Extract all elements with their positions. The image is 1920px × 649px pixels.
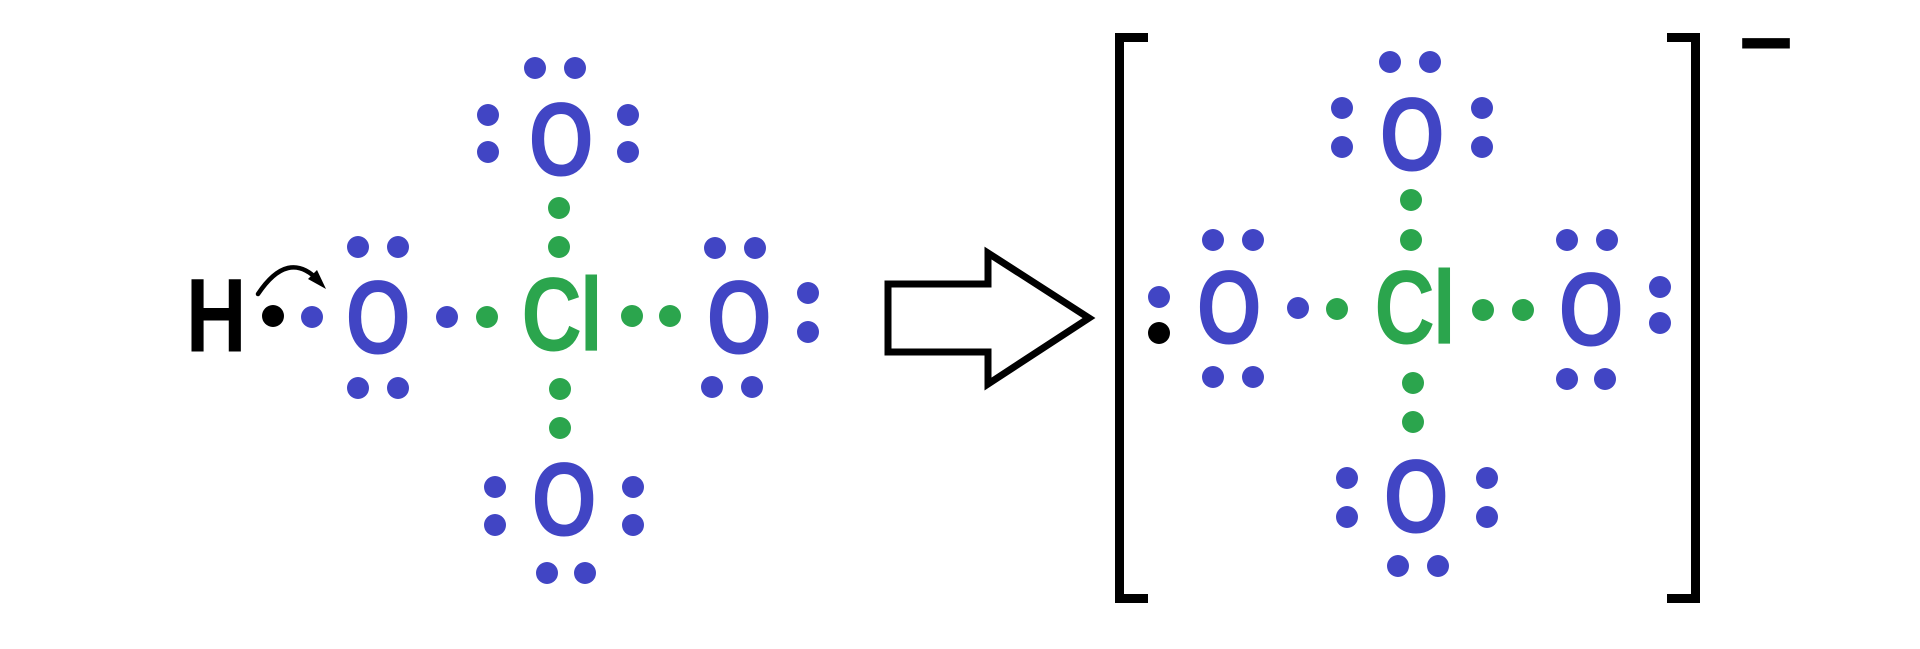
oxygen-electron-dot [301, 306, 323, 328]
oxygen-electron-dot [1287, 297, 1309, 319]
oxygen-electron-dot [477, 141, 499, 163]
chlorine-electron-dot [476, 306, 498, 328]
oxygen-electron-dot [617, 104, 639, 126]
oxygen-electron-dot [1242, 366, 1264, 388]
oxygen-electron-dot [1649, 312, 1671, 334]
atom-oxygen-right: O [706, 259, 772, 377]
oxygen-electron-dot [574, 562, 596, 584]
chlorine-electron-dot [1402, 411, 1424, 433]
oxygen-electron-dot [524, 57, 546, 79]
oxygen-electron-dot [1336, 506, 1358, 528]
hydrogen-electron-dot [1148, 322, 1170, 344]
oxygen-electron-dot [622, 476, 644, 498]
oxygen-electron-dot [1596, 229, 1618, 251]
chlorine-electron-dot [1326, 298, 1348, 320]
chlorine-electron-dot [548, 236, 570, 258]
oxygen-electron-dot [536, 562, 558, 584]
oxygen-electron-dot [1594, 368, 1616, 390]
oxygen-electron-dot [436, 306, 458, 328]
oxygen-electron-dot [387, 377, 409, 399]
oxygen-electron-dot [564, 57, 586, 79]
oxygen-electron-dot [1202, 366, 1224, 388]
atom-oxygen-bottom: O [531, 441, 597, 559]
oxygen-electron-dot [1379, 51, 1401, 73]
atom-oxygen-left: O [1196, 249, 1262, 367]
oxygen-electron-dot [1471, 97, 1493, 119]
oxygen-electron-dot [347, 236, 369, 258]
oxygen-electron-dot [1556, 229, 1578, 251]
atom-oxygen-right: O [1558, 251, 1624, 369]
atom-oxygen-top: O [528, 81, 594, 199]
oxygen-electron-dot [1556, 368, 1578, 390]
oxygen-electron-dot [1202, 229, 1224, 251]
oxygen-electron-dot [1476, 506, 1498, 528]
charge-label: − [1738, 0, 1794, 96]
oxygen-electron-dot [1331, 97, 1353, 119]
oxygen-electron-dot [484, 476, 506, 498]
chlorine-electron-dot [621, 305, 643, 327]
chlorine-electron-dot [548, 197, 570, 219]
oxygen-electron-dot [797, 321, 819, 343]
left-bracket [1115, 33, 1148, 603]
chlorine-electron-dot [1400, 229, 1422, 251]
oxygen-electron-dot [387, 236, 409, 258]
oxygen-electron-dot [1476, 467, 1498, 489]
atom-oxygen-left: O [345, 259, 411, 377]
oxygen-electron-dot [704, 237, 726, 259]
oxygen-electron-dot [477, 104, 499, 126]
oxygen-electron-dot [622, 514, 644, 536]
atom-hydrogen: H [185, 257, 247, 375]
chlorine-electron-dot [549, 378, 571, 400]
oxygen-electron-dot [1649, 276, 1671, 298]
chlorine-electron-dot [1400, 189, 1422, 211]
chlorine-electron-dot [549, 417, 571, 439]
atom-oxygen-top: O [1379, 76, 1445, 194]
oxygen-electron-dot [347, 377, 369, 399]
chlorine-electron-dot [1402, 372, 1424, 394]
atom-oxygen-bottom: O [1383, 438, 1449, 556]
atom-chlorine: Cl [1374, 249, 1456, 367]
oxygen-electron-dot [741, 376, 763, 398]
oxygen-electron-dot [1419, 51, 1441, 73]
oxygen-electron-dot [1336, 467, 1358, 489]
chlorine-electron-dot [1512, 299, 1534, 321]
oxygen-electron-dot [1148, 286, 1170, 308]
oxygen-electron-dot [701, 376, 723, 398]
oxygen-electron-dot [797, 282, 819, 304]
oxygen-electron-dot [744, 237, 766, 259]
chlorine-electron-dot [659, 305, 681, 327]
oxygen-electron-dot [1427, 555, 1449, 577]
oxygen-electron-dot [1242, 229, 1264, 251]
oxygen-electron-dot [617, 141, 639, 163]
chlorine-electron-dot [1472, 299, 1494, 321]
oxygen-electron-dot [1331, 136, 1353, 158]
atom-chlorine: Cl [521, 256, 603, 374]
oxygen-electron-dot [484, 514, 506, 536]
hydrogen-electron-dot [262, 305, 284, 327]
right-bracket [1667, 33, 1700, 603]
oxygen-electron-dot [1387, 555, 1409, 577]
oxygen-electron-dot [1471, 136, 1493, 158]
